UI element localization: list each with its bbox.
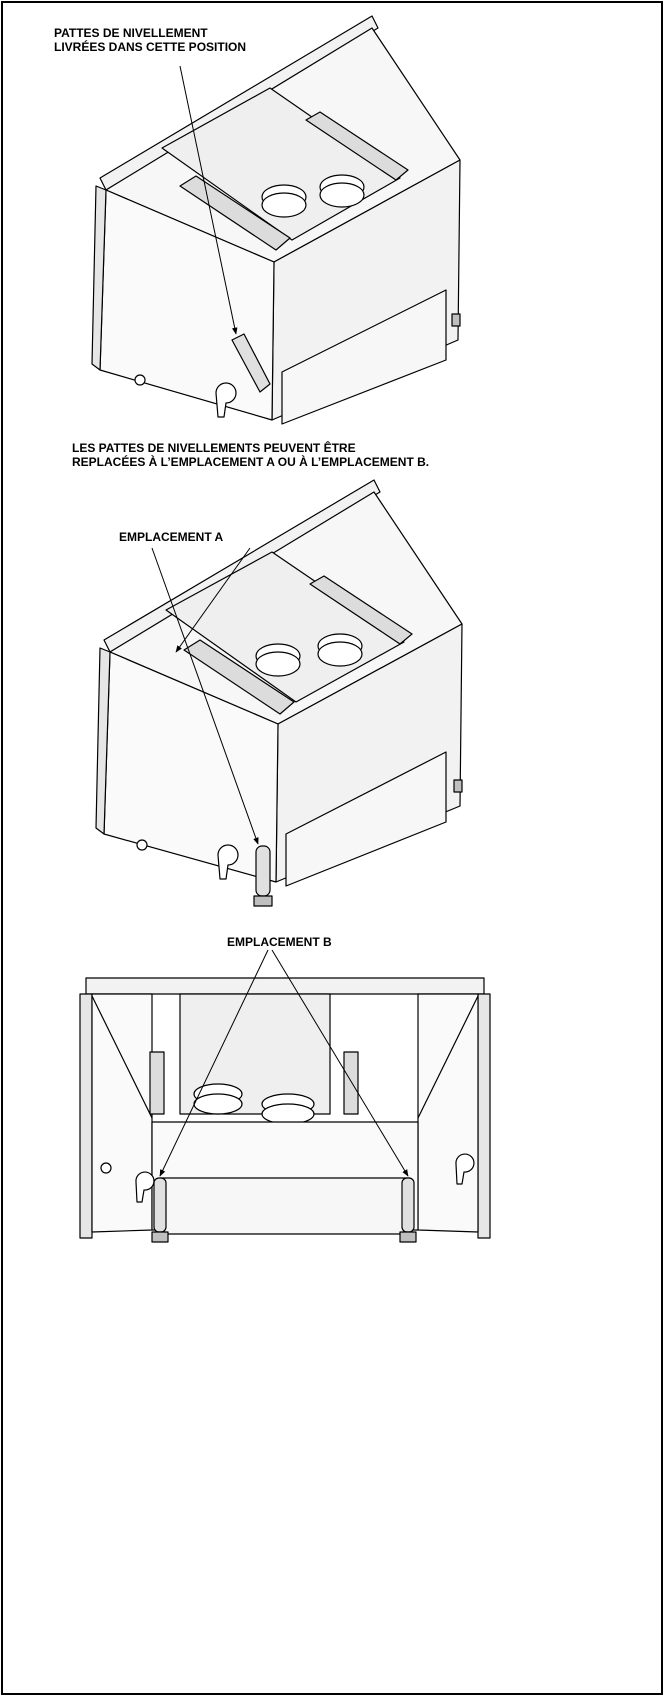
unit-view-location-a	[95, 479, 463, 907]
unit-view-location-b	[79, 977, 491, 1243]
leveling-legs-label-line2: LIVRÉES DANS CETTE POSITION	[54, 40, 247, 54]
relocation-note-line2: REPLACÉES À L’EMPLACEMENT A OU À L’EMPLA…	[72, 455, 430, 469]
location-a-label: EMPLACEMENT A	[119, 530, 224, 544]
relocation-note-line1: LES PATTES DE NIVELLEMENTS PEUVENT ÊTRE	[72, 441, 356, 455]
leveling-legs-label-line1: PATTES DE NIVELLEMENT	[54, 26, 208, 40]
unit-view-shipped	[91, 15, 461, 425]
location-b-label: EMPLACEMENT B	[227, 935, 332, 949]
